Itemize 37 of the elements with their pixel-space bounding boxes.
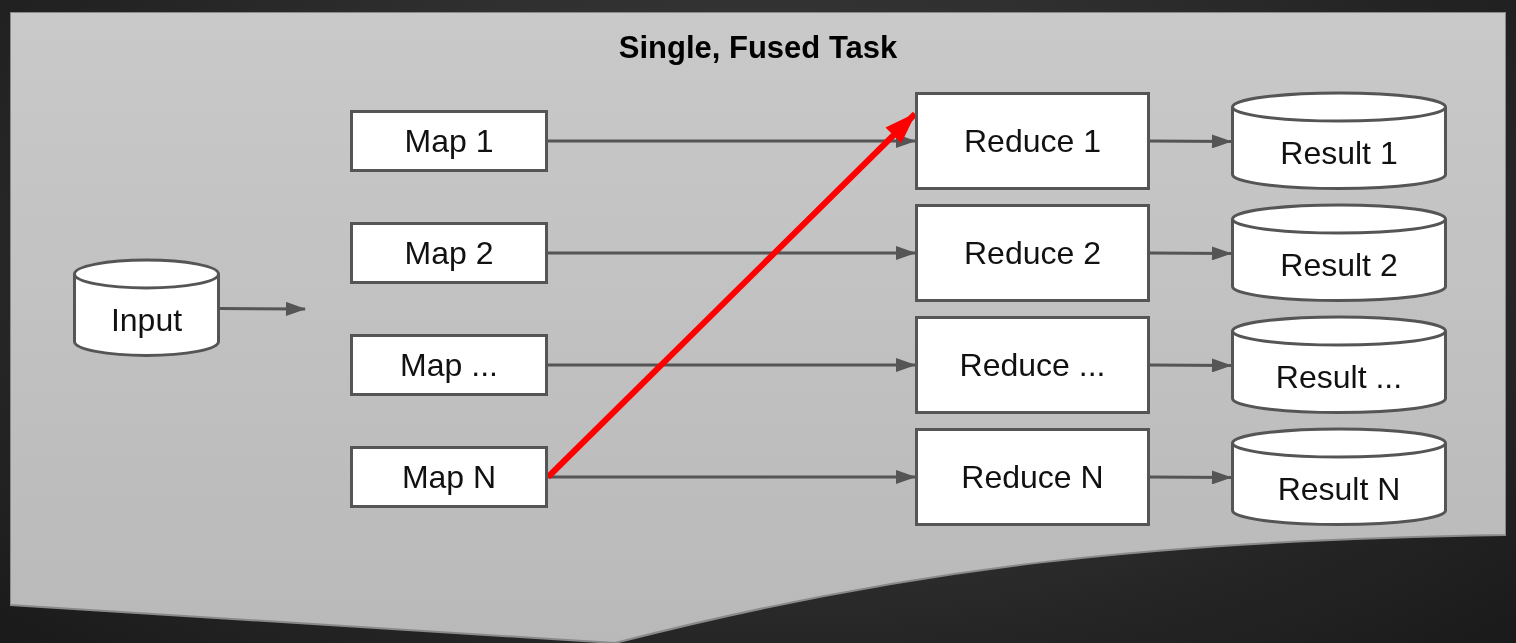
arrow <box>548 246 916 260</box>
arrow <box>220 301 306 316</box>
node-label: Map 1 <box>404 122 494 160</box>
map-box <box>350 334 548 396</box>
node-label: Result N <box>1277 471 1401 508</box>
node-label: Result 1 <box>1280 135 1398 172</box>
reduce-box <box>915 204 1150 302</box>
node-label: Result 2 <box>1280 247 1398 284</box>
node-label: Result ... <box>1275 359 1403 396</box>
node-label: Map ... <box>400 346 498 384</box>
node-label: Map N <box>401 458 497 496</box>
arrow <box>1150 246 1232 261</box>
input-cylinder <box>73 260 220 357</box>
panel-title: Single, Fused Task <box>617 30 899 66</box>
result-cylinder <box>1231 429 1447 526</box>
task-panel <box>10 12 1506 643</box>
result-cylinder <box>1231 317 1447 414</box>
node-label: Reduce 2 <box>964 234 1101 272</box>
result-cylinder <box>1231 205 1447 302</box>
reduce-box <box>915 316 1150 414</box>
node-label: Map 2 <box>404 234 494 272</box>
arrow <box>548 470 916 484</box>
result-cylinder <box>1231 93 1447 190</box>
arrow <box>1150 358 1232 373</box>
arrow <box>1150 134 1232 149</box>
node-label: Input <box>110 302 183 339</box>
arrow <box>1150 470 1232 485</box>
node-label: Reduce 1 <box>964 122 1101 160</box>
reduce-box <box>915 92 1150 190</box>
node-label: Reduce ... <box>959 346 1106 384</box>
map-box <box>350 222 548 284</box>
arrow <box>548 134 916 148</box>
reduce-box <box>915 428 1150 526</box>
map-box <box>350 110 548 172</box>
map-box <box>350 446 548 508</box>
node-label: Reduce N <box>961 458 1104 496</box>
arrow <box>548 358 916 372</box>
